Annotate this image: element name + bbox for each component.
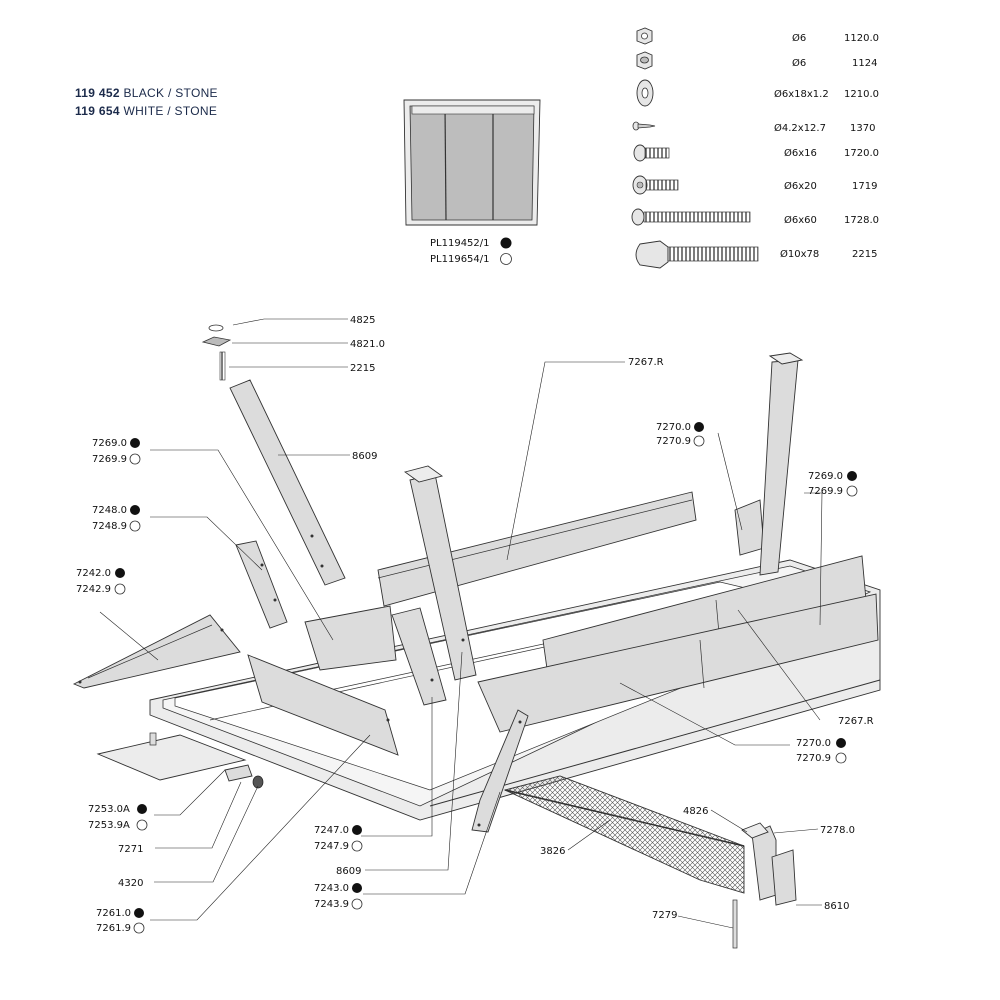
white-dot-icon [136, 819, 148, 831]
black-dot-icon [847, 471, 857, 481]
bolt-icon [632, 175, 679, 195]
short-bolt-icon [633, 144, 670, 162]
black-dot-icon [134, 908, 144, 918]
hw-size: Ø4.2x12.7 [774, 122, 826, 134]
product-code: 119 654 [75, 104, 120, 118]
hw-code: 1719 [852, 181, 877, 192]
part-label: 7242.9 [76, 584, 111, 595]
part-label: 4320 [118, 878, 143, 889]
white-dot-icon [129, 453, 141, 465]
product-code: 119 452 [75, 86, 120, 100]
white-dot-icon [114, 583, 126, 595]
leader-lines [99, 318, 823, 929]
part-labels: 4825 4821.0 2215 8609 7267.R 7269.0 7269… [76, 315, 874, 934]
hw-code: 1370 [850, 123, 875, 134]
white-dot-icon [693, 435, 705, 447]
black-dot-icon [836, 738, 846, 748]
hw-code: 1720.0 [844, 148, 879, 159]
part-label: 7242.0 [76, 568, 111, 579]
part-label: 7279 [652, 910, 677, 921]
black-dot-icon [500, 237, 512, 249]
part-label: 7269.9 [92, 454, 127, 465]
threaded-stud-icon [635, 240, 759, 269]
panel-code-white: PL119654/1 [430, 254, 490, 265]
part-label: 7270.9 [796, 753, 831, 764]
part-label: 7248.0 [92, 505, 127, 516]
hw-size: Ø6x20 [784, 180, 817, 192]
part-label: 7271 [118, 844, 143, 855]
part-label: 7253.0A [88, 804, 130, 815]
assembly-drawing [72, 324, 881, 949]
washer-icon [636, 79, 654, 107]
hw-size: Ø6x18x1.2 [774, 88, 829, 100]
white-dot-icon [133, 922, 145, 934]
part-label: 7247.0 [314, 825, 349, 836]
lock-nut-icon [636, 51, 653, 70]
panel-code-black: PL119452/1 [430, 238, 490, 249]
part-label: 7248.9 [92, 521, 127, 532]
white-dot-icon [846, 485, 858, 497]
black-dot-icon [352, 883, 362, 893]
side-panel-illustration [403, 99, 541, 226]
hw-code: 1210.0 [844, 89, 879, 100]
product-color: BLACK / STONE [123, 86, 218, 100]
part-label: 7278.0 [820, 825, 855, 836]
part-label: 4825 [350, 315, 375, 326]
part-label: 7261.9 [96, 923, 131, 934]
part-label: 7267.R [628, 357, 664, 368]
part-label: 7270.0 [796, 738, 831, 749]
part-label: 7270.9 [656, 436, 691, 447]
part-label: 7269.0 [808, 471, 843, 482]
product-color: WHITE / STONE [123, 104, 218, 118]
hardware-list: Ø6 1120.0 Ø6 1124 Ø6x18x1.2 1210.0 Ø4.2x… [631, 27, 879, 269]
hw-size: Ø10x78 [780, 248, 819, 260]
black-dot-icon [352, 825, 362, 835]
hw-size: Ø6 [792, 32, 806, 44]
hw-code: 1728.0 [844, 215, 879, 226]
nut-icon [636, 27, 653, 45]
part-label: 8609 [336, 866, 361, 877]
hw-size: Ø6 [792, 57, 806, 69]
part-label: 7261.0 [96, 908, 131, 919]
hw-size: Ø6x60 [784, 214, 817, 226]
black-dot-icon [137, 804, 147, 814]
part-label: 7247.9 [314, 841, 349, 852]
part-label: 4826 [683, 806, 708, 817]
part-label: 2215 [350, 363, 375, 374]
part-label: 3826 [540, 846, 565, 857]
part-label: 8609 [352, 451, 377, 462]
long-bolt-icon [631, 208, 751, 226]
part-label: 7270.0 [656, 422, 691, 433]
white-dot-icon [500, 253, 512, 265]
part-label: 7269.9 [808, 486, 843, 497]
hw-code: 1124 [852, 58, 877, 69]
black-dot-icon [694, 422, 704, 432]
hw-size: Ø6x16 [784, 147, 817, 159]
part-label: 7243.9 [314, 899, 349, 910]
white-dot-icon [351, 840, 363, 852]
hw-code: 1120.0 [844, 33, 879, 44]
black-dot-icon [115, 568, 125, 578]
part-label: 7243.0 [314, 883, 349, 894]
white-dot-icon [351, 898, 363, 910]
part-label: 7267.R [838, 716, 874, 727]
product-line-white: 119 654 WHITE / STONE [75, 104, 217, 118]
black-dot-icon [130, 505, 140, 515]
product-line-black: 119 452 BLACK / STONE [75, 86, 218, 100]
white-dot-icon [835, 752, 847, 764]
hw-code: 2215 [852, 249, 877, 260]
self-tapping-screw-icon [632, 121, 656, 131]
part-label: 4821.0 [350, 339, 385, 350]
part-label: 7253.9A [88, 820, 130, 831]
part-label: 7269.0 [92, 438, 127, 449]
black-dot-icon [130, 438, 140, 448]
white-dot-icon [129, 520, 141, 532]
part-label: 8610 [824, 901, 849, 912]
